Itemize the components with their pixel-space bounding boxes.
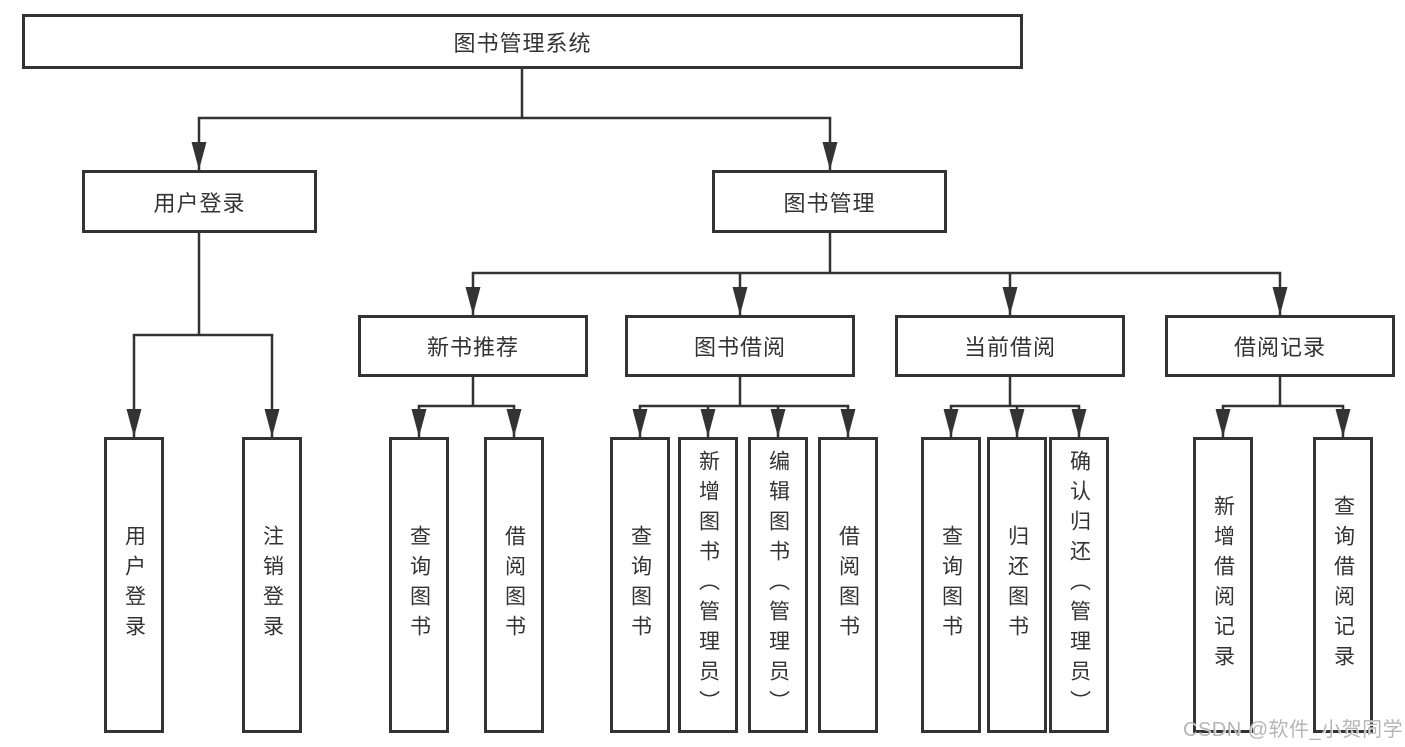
leaf-label: 编辑图书（管理员） — [766, 450, 790, 720]
watermark: CSDN @软件_小贺同学 — [1183, 719, 1404, 741]
node-user-login: 用户登录 — [82, 170, 317, 233]
leaf-label: 查询图书 — [939, 525, 963, 645]
leaf-label: 注销登录 — [260, 525, 284, 645]
node-label: 当前借阅 — [963, 335, 1056, 360]
leaf-label: 新增借阅记录 — [1211, 495, 1235, 675]
leaf-confirm-return-admin: 确认归还（管理员） — [1049, 437, 1109, 733]
leaf-add-books-admin: 新增图书（管理员） — [678, 437, 738, 733]
leaf-logout: 注销登录 — [242, 437, 302, 733]
leaf-search-borrow-record: 查询借阅记录 — [1313, 437, 1373, 733]
node-book-management: 图书管理 — [712, 170, 947, 233]
leaf-return-books: 归还图书 — [987, 437, 1047, 733]
leaf-label: 查询图书 — [628, 525, 652, 645]
node-label: 图书管理 — [783, 190, 876, 216]
leaf-user-login: 用户登录 — [104, 437, 164, 733]
node-borrowing-records: 借阅记录 — [1165, 315, 1395, 377]
leaf-label: 查询图书 — [407, 525, 431, 645]
node-current-borrowing: 当前借阅 — [895, 315, 1125, 377]
node-library-management-system: 图书管理系统 — [22, 14, 1023, 69]
node-label: 图书借阅 — [693, 335, 786, 360]
leaf-label: 归还图书 — [1005, 525, 1029, 645]
node-new-book-recommendation: 新书推荐 — [358, 315, 588, 377]
node-label: 新书推荐 — [426, 335, 519, 360]
leaf-label: 借阅图书 — [502, 525, 526, 645]
leaf-label: 借阅图书 — [836, 525, 860, 645]
node-label: 用户登录 — [153, 190, 246, 216]
leaf-add-borrow-record: 新增借阅记录 — [1193, 437, 1253, 733]
leaf-search-books-2: 查询图书 — [610, 437, 670, 733]
leaf-label: 查询借阅记录 — [1331, 495, 1355, 675]
node-label: 图书管理系统 — [453, 30, 592, 56]
leaf-search-books-3: 查询图书 — [921, 437, 981, 733]
leaf-borrow-books-1: 借阅图书 — [484, 437, 544, 733]
leaf-label: 新增图书（管理员） — [696, 450, 720, 720]
leaf-label: 用户登录 — [122, 525, 146, 645]
leaf-borrow-books-2: 借阅图书 — [818, 437, 878, 733]
node-label: 借阅记录 — [1233, 335, 1326, 360]
leaf-label: 确认归还（管理员） — [1067, 450, 1091, 720]
leaf-search-books-1: 查询图书 — [389, 437, 449, 733]
leaf-edit-books-admin: 编辑图书（管理员） — [748, 437, 808, 733]
node-book-borrowing: 图书借阅 — [625, 315, 855, 377]
